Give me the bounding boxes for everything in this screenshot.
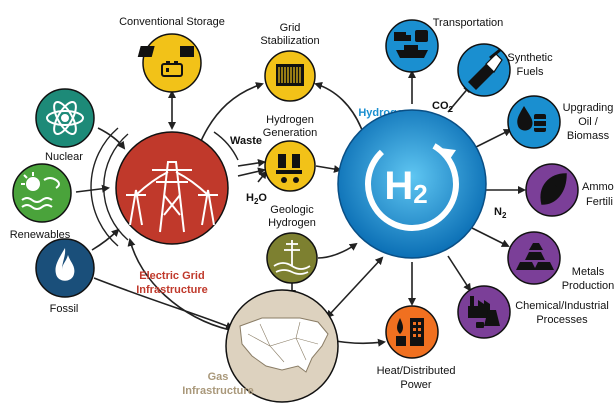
geologic-hydrogen-label-1: Geologic	[270, 204, 314, 216]
ammonia-label-1: Ammo	[582, 181, 614, 193]
upgrading-node: Upgrading Oil / Biomass	[507, 95, 614, 149]
ammonia-label-2: Fertili	[586, 196, 613, 208]
synthetic-fuels-node: Synthetic Fuels CO2	[432, 43, 553, 114]
leaf-icon	[540, 173, 567, 205]
h2o-label: H2O	[246, 192, 267, 206]
n2-label: N2	[494, 206, 507, 220]
well-icon	[273, 240, 311, 275]
renewables-node: Renewables	[10, 163, 72, 241]
chemical-node: Chemical/Industrial Processes	[457, 285, 609, 339]
hydrogen-generation-label-2: Generation	[263, 127, 317, 139]
fuel-nozzle-icon	[468, 48, 503, 90]
heat-power-label-2: Power	[400, 379, 432, 391]
gas-infrastructure-label-2: Infrastructure	[182, 385, 254, 397]
electric-grid-label-1: Electric Grid	[139, 270, 204, 282]
metals-label-2: Production	[562, 280, 615, 292]
heat-power-label-1: Heat/Distributed	[377, 365, 456, 377]
electric-grid-label-2: Infrastructure	[136, 284, 208, 296]
transportation-label: Transportation	[433, 17, 504, 29]
transportation-node: Transportation	[385, 17, 504, 73]
grid-ring	[90, 127, 239, 247]
electric-grid-node: Electric Grid Infrastructure	[115, 131, 229, 296]
refresh-arrow-icon	[440, 148, 456, 162]
us-map-icon	[239, 317, 329, 373]
chemical-label-1: Chemical/Industrial	[515, 300, 609, 312]
fossil-node: Fossil	[35, 238, 95, 315]
upgrading-label-2: Oil /	[578, 116, 599, 128]
waste-label: Waste	[230, 135, 262, 147]
hydrogen-generation-node: Hydrogen Generation Waste H2O	[230, 114, 317, 206]
server-rack-icon	[276, 64, 304, 86]
gas-infrastructure-label-1: Gas	[208, 371, 229, 383]
conventional-storage-label: Conventional Storage	[119, 16, 225, 28]
renewables-label: Renewables	[10, 229, 71, 241]
grid-stabilization-label-1: Grid	[280, 22, 301, 34]
upgrading-label-3: Biomass	[567, 130, 610, 142]
grid-stabilization-label-2: Stabilization	[260, 35, 319, 47]
oil-drop-barrel-icon	[517, 106, 546, 132]
sun-wind-icon	[21, 172, 60, 210]
hydrogen-generation-label-1: Hydrogen	[266, 114, 314, 126]
factory-flask-icon	[468, 296, 500, 328]
grid-stabilization-node: Grid Stabilization	[260, 22, 320, 102]
h2-symbol: H2	[384, 164, 427, 209]
chemical-label-2: Processes	[536, 314, 588, 326]
power-tower-icon	[126, 161, 218, 233]
metals-label-1: Metals	[572, 266, 605, 278]
fossil-label: Fossil	[50, 303, 79, 315]
heat-power-node: Heat/Distributed Power	[377, 305, 456, 391]
electrolyzer-icon	[276, 154, 302, 183]
ammonia-node: Ammo Fertili N2	[494, 163, 614, 220]
synthetic-fuels-label-2: Fuels	[517, 66, 544, 78]
vehicles-icon	[394, 30, 428, 58]
connectors	[75, 70, 526, 347]
geologic-hydrogen-label-2: Hydrogen	[268, 217, 316, 229]
nuclear-node: Nuclear	[35, 88, 95, 163]
nuclear-label: Nuclear	[45, 151, 83, 163]
battery-storage-icon	[137, 46, 194, 77]
metal-bars-icon	[516, 243, 554, 270]
geologic-hydrogen-node: Geologic Hydrogen	[266, 204, 318, 284]
hydrogen-node: Hydrogen H2	[337, 107, 487, 259]
flame-icon	[55, 248, 75, 281]
pipeline-lines	[247, 321, 319, 363]
gas-infrastructure-node: Gas Infrastructure	[182, 289, 339, 403]
synthetic-fuels-label-1: Synthetic	[507, 52, 553, 64]
upgrading-label-1: Upgrading	[563, 102, 614, 114]
building-flame-icon	[396, 318, 424, 346]
co2-label: CO2	[432, 100, 454, 114]
conventional-storage-node: Conventional Storage	[119, 16, 225, 93]
atom-icon	[46, 101, 84, 135]
metals-node: Metals Production	[507, 231, 615, 292]
